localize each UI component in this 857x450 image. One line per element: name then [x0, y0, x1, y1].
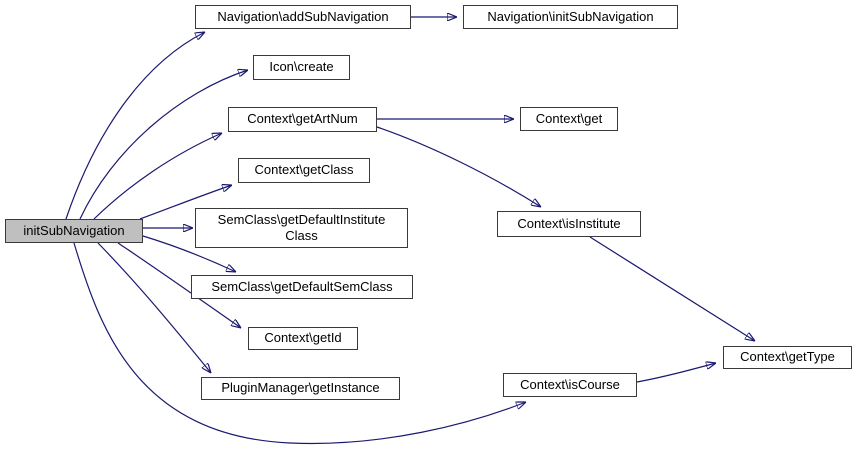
edge-getArtNum-to-isInstitute [376, 126, 541, 207]
node-context-getType[interactable]: Context\getType [723, 346, 852, 369]
node-semclass-getDefaultInstituteClass[interactable]: SemClass\getDefaultInstitute Class [195, 208, 408, 248]
node-semclass-getDefaultSemClass[interactable]: SemClass\getDefaultSemClass [191, 275, 413, 299]
node-icon-create[interactable]: Icon\create [253, 55, 350, 80]
node-initSubNavigation: initSubNavigation [5, 219, 143, 243]
edge-initSubNavigation-to-getClass [139, 185, 232, 220]
node-context-getArtNum[interactable]: Context\getArtNum [228, 107, 377, 132]
node-context-getClass[interactable]: Context\getClass [238, 158, 370, 183]
edge-initSubNavigation-to-getId [117, 242, 241, 328]
node-context-get[interactable]: Context\get [520, 107, 618, 131]
edge-initSubNavigation-to-getInstance [97, 242, 211, 373]
edge-isInstitute-to-getType [589, 236, 755, 341]
node-navigation-initSubNavigation[interactable]: Navigation\initSubNavigation [463, 5, 678, 29]
edge-initSubNavigation-to-addSubNavigation [65, 32, 205, 220]
node-context-getId[interactable]: Context\getId [248, 327, 358, 350]
edge-initSubNavigation-to-icon-create [79, 70, 248, 220]
node-pluginmanager-getInstance[interactable]: PluginManager\getInstance [201, 377, 400, 400]
edge-initSubNavigation-to-getDefaultSemClass [142, 235, 236, 272]
edge-isCourse-to-getType [636, 363, 716, 383]
edge-initSubNavigation-to-getArtNum [93, 133, 222, 220]
node-context-isCourse[interactable]: Context\isCourse [503, 373, 637, 397]
node-context-isInstitute[interactable]: Context\isInstitute [497, 211, 641, 237]
edge-initSubNavigation-to-isCourse [73, 242, 526, 445]
node-navigation-addSubNavigation[interactable]: Navigation\addSubNavigation [195, 5, 411, 29]
